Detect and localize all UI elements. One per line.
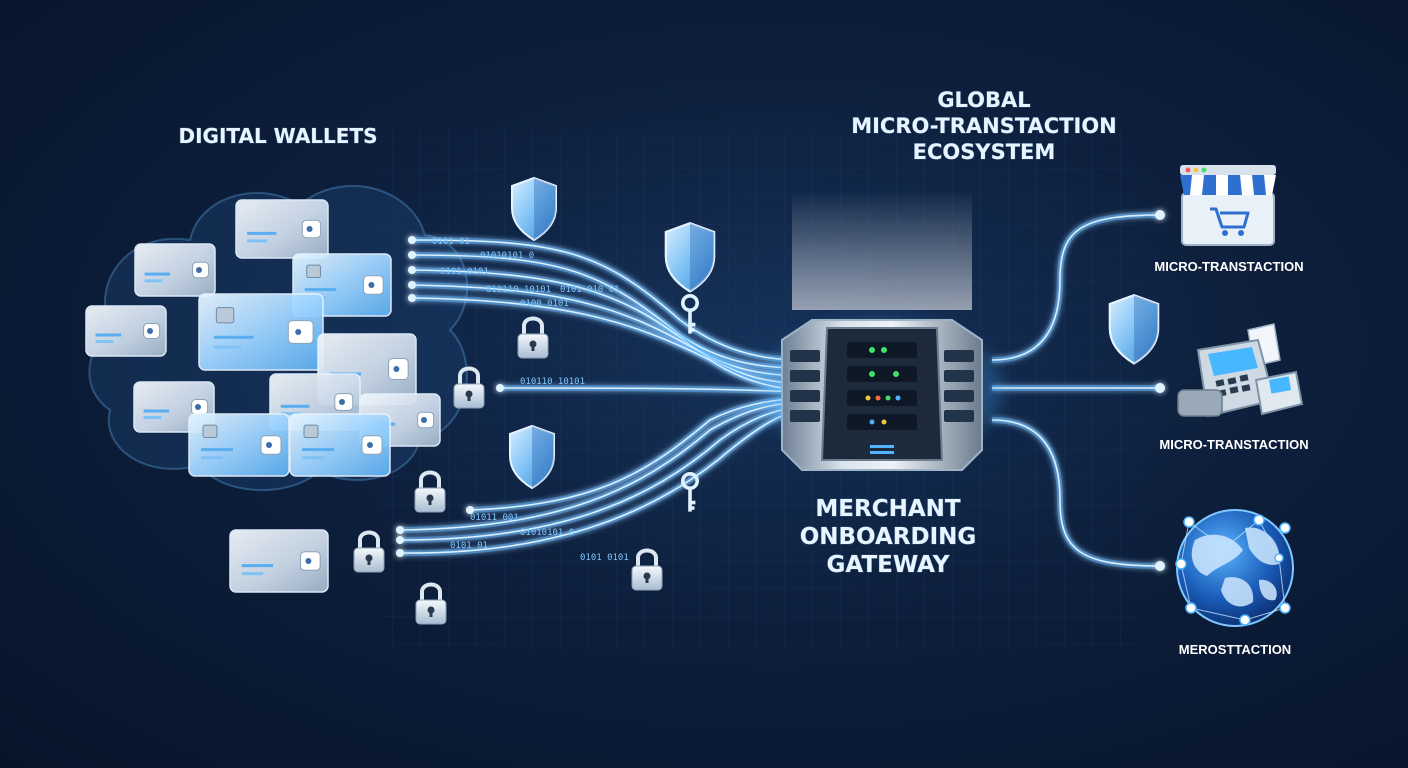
line-endpoint-dot	[408, 236, 416, 244]
connection-line-core	[411, 239, 801, 361]
ecosystem-title-line-1: GLOBAL	[937, 88, 1030, 112]
binary-snippet: 0101 01	[432, 237, 470, 247]
source-title: DIGITAL WALLETS	[178, 124, 377, 148]
output-label-1: MICRO-TRANSTACTION	[1154, 259, 1303, 274]
shield-icon	[664, 222, 716, 293]
gateway-title-line-1: MERCHANT	[815, 496, 960, 522]
ecosystem-title: GLOBAL MICRO-TRANSTACTION ECOSYSTEM	[851, 88, 1118, 165]
line-endpoint-dot	[496, 384, 504, 392]
wallet-card-icon	[188, 413, 290, 477]
gateway-server-icon	[762, 190, 1002, 471]
line-endpoint-dot	[408, 294, 416, 302]
padlock-icon	[517, 316, 549, 359]
binary-snippet: 01010101 0	[480, 251, 534, 261]
pos-terminal-icon	[1177, 323, 1304, 418]
gateway-title: MERCHANT ONBOARDING GATEWAY	[799, 496, 977, 579]
line-endpoint-dot	[466, 506, 474, 514]
padlock-icon	[415, 582, 447, 625]
padlock-icon	[414, 470, 446, 513]
line-endpoint-dot	[408, 251, 416, 259]
wallet-card-icon	[85, 305, 167, 357]
output-label-2: MICRO-TRANSTACTION	[1159, 437, 1308, 452]
wallet-cards	[85, 199, 441, 593]
line-endpoint-dot	[408, 281, 416, 289]
wallet-card-icon	[198, 293, 324, 371]
key-icon	[680, 471, 700, 512]
key-icon	[680, 293, 700, 334]
padlock-icon	[453, 366, 485, 409]
line-endpoint-dot	[408, 266, 416, 274]
binary-snippet: 0100 0101	[520, 299, 569, 309]
connection-line-core	[399, 405, 801, 541]
connection-line-core	[411, 297, 801, 391]
shield-icon	[1108, 294, 1160, 365]
ecosystem-title-line-3: ECOSYSTEM	[913, 140, 1056, 164]
wallet-card-icon	[289, 413, 391, 477]
wallet-card-icon	[229, 529, 329, 593]
shield-icon	[509, 424, 555, 490]
wallet-card-icon	[235, 199, 329, 259]
padlock-icon	[631, 548, 663, 591]
security-icons	[353, 176, 1160, 625]
output-endpoint-dot	[1155, 383, 1165, 393]
binary-snippet: 0101 0101	[580, 553, 629, 563]
binary-snippet: 0101 01	[450, 541, 488, 551]
binary-snippet: 0101 0101	[440, 267, 489, 277]
output-endpoint-dot	[1155, 210, 1165, 220]
binary-snippet: 010110 10101	[520, 377, 585, 387]
output-label-3: MEROSTTACTION	[1179, 642, 1291, 657]
connection-line-core	[399, 401, 801, 531]
connection-line-core	[991, 419, 1161, 567]
binary-snippet: 01011 001	[470, 513, 519, 523]
output-endpoint-dot	[1155, 561, 1165, 571]
binary-snippet: 0101 010 01	[560, 285, 620, 295]
connection-line-core	[411, 284, 801, 385]
line-endpoint-dot	[396, 536, 404, 544]
line-endpoint-dot	[396, 549, 404, 557]
connection-line-core	[991, 214, 1161, 361]
connection-line-core	[411, 254, 801, 369]
connection-lines	[396, 210, 1165, 571]
globe-network-icon	[1175, 509, 1294, 627]
padlock-icon	[353, 530, 385, 573]
binary-stream: 0101 01 01010101 0 0101 0101 010110 10101 01…	[432, 237, 629, 563]
binary-snippet: 010110 10101	[486, 285, 551, 295]
wallet-card-icon	[134, 243, 216, 297]
shield-icon	[511, 176, 557, 242]
connection-line-core	[469, 397, 801, 511]
ecosystem-title-line-2: MICRO-TRANSTACTION	[851, 114, 1117, 138]
line-endpoint-dot	[396, 526, 404, 534]
binary-snippet: 01010101 0	[520, 528, 574, 538]
gateway-title-line-3: GATEWAY	[827, 552, 950, 578]
connection-line-core	[411, 269, 801, 377]
gateway-title-line-2: ONBOARDING	[800, 524, 977, 550]
storefront-cart-icon	[1180, 165, 1276, 246]
